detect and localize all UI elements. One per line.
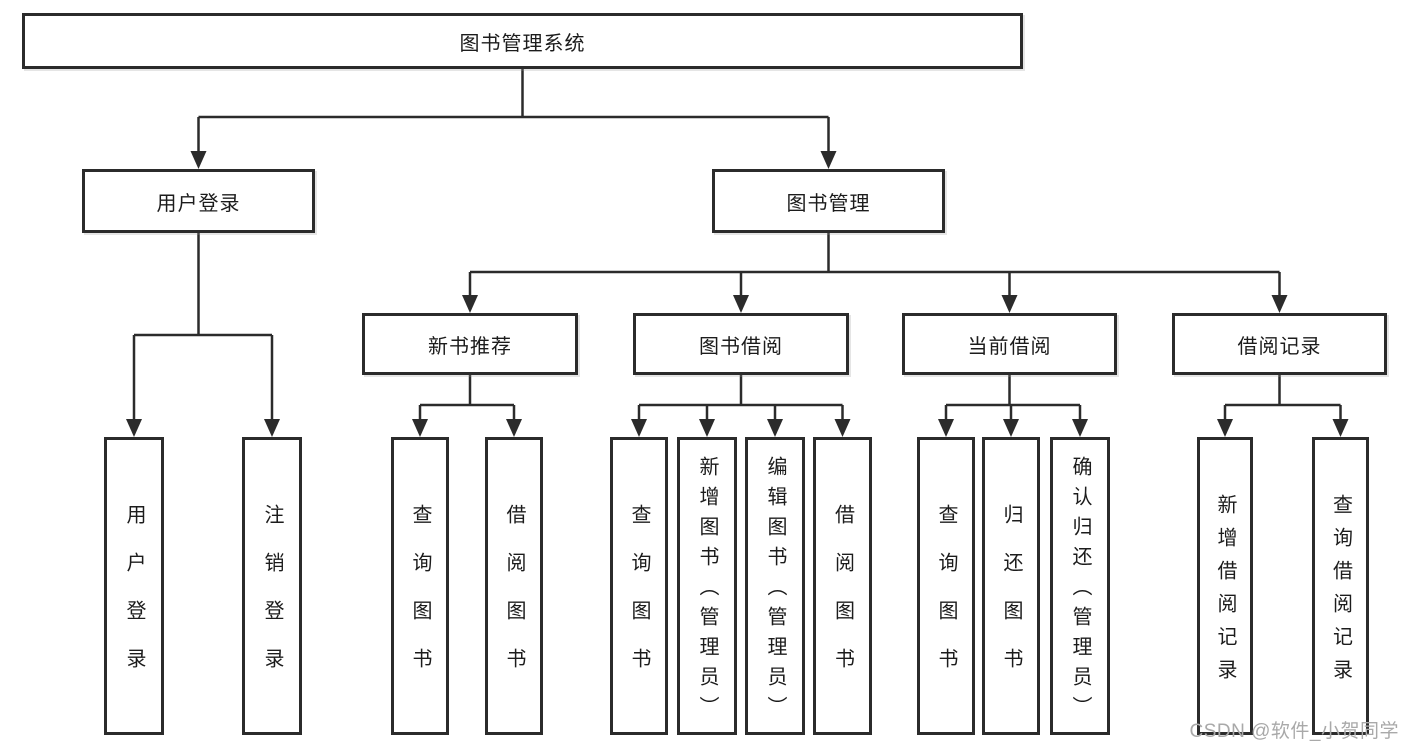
leaf-borrow-books-recommend: 借阅图书 bbox=[485, 437, 543, 735]
leaf-add-borrow-record: 新增借阅记录 bbox=[1197, 437, 1253, 735]
leaf-query-borrow-record-label: 查询借阅记录 bbox=[1329, 493, 1352, 692]
leaf-borrow-books-label: 借阅图书 bbox=[831, 504, 854, 696]
leaf-query-books-borrowing: 查询图书 bbox=[610, 437, 668, 735]
leaf-add-borrow-record-label: 新增借阅记录 bbox=[1214, 493, 1236, 692]
node-current-borrowing-label: 当前借阅 bbox=[967, 335, 1052, 358]
leaf-edit-books-admin: 编辑图书（管理员） bbox=[745, 437, 805, 735]
leaf-user-login-label: 用户登录 bbox=[123, 504, 145, 696]
node-user-login: 用户登录 bbox=[82, 169, 315, 233]
node-borrow-records-label: 借阅记录 bbox=[1237, 335, 1322, 358]
leaf-query-books-current-label: 查询图书 bbox=[935, 504, 957, 696]
leaf-edit-books-admin-label: 编辑图书（管理员） bbox=[764, 456, 786, 726]
node-root-system: 图书管理系统 bbox=[22, 13, 1023, 69]
watermark: CSDN @软件_小贺同学 bbox=[1189, 721, 1399, 742]
leaf-logout: 注销登录 bbox=[242, 437, 302, 735]
leaf-borrow-books: 借阅图书 bbox=[813, 437, 872, 735]
leaf-query-books-current: 查询图书 bbox=[917, 437, 975, 735]
leaf-add-books-admin-label: 新增图书（管理员） bbox=[696, 456, 718, 726]
node-current-borrowing: 当前借阅 bbox=[902, 313, 1117, 375]
node-book-management-label: 图书管理 bbox=[786, 192, 871, 215]
node-book-borrowing-label: 图书借阅 bbox=[699, 335, 783, 358]
leaf-query-books-borrowing-label: 查询图书 bbox=[628, 504, 650, 696]
leaf-borrow-books-recommend-label: 借阅图书 bbox=[503, 504, 525, 696]
node-book-management: 图书管理 bbox=[712, 169, 945, 233]
leaf-return-books: 归还图书 bbox=[982, 437, 1040, 735]
leaf-logout-label: 注销登录 bbox=[261, 504, 283, 696]
leaf-add-books-admin: 新增图书（管理员） bbox=[677, 437, 737, 735]
node-user-login-label: 用户登录 bbox=[156, 192, 241, 215]
node-new-book-recommend-label: 新书推荐 bbox=[428, 335, 512, 358]
leaf-query-books-recommend-label: 查询图书 bbox=[409, 504, 431, 696]
leaf-query-borrow-record: 查询借阅记录 bbox=[1312, 437, 1369, 735]
node-borrow-records: 借阅记录 bbox=[1172, 313, 1387, 375]
leaf-query-books-recommend: 查询图书 bbox=[391, 437, 449, 735]
leaf-confirm-return-admin-label: 确认归还（管理员） bbox=[1069, 456, 1091, 726]
leaf-return-books-label: 归还图书 bbox=[1000, 504, 1022, 696]
leaf-user-login: 用户登录 bbox=[104, 437, 164, 735]
node-root-label: 图书管理系统 bbox=[459, 32, 586, 55]
leaf-confirm-return-admin: 确认归还（管理员） bbox=[1050, 437, 1110, 735]
node-new-book-recommend: 新书推荐 bbox=[362, 313, 578, 375]
node-book-borrowing: 图书借阅 bbox=[633, 313, 849, 375]
